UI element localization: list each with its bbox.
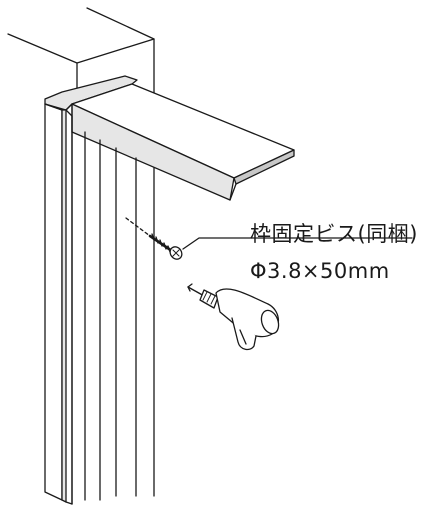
screw [148, 233, 183, 260]
screw-part-label: 枠固定ビス(同梱) [250, 222, 418, 246]
screw-spec-label: Φ3.8×50mm [250, 259, 390, 283]
side-jamb [44, 103, 137, 505]
screwdriver [187, 283, 280, 351]
callout-leader [182, 237, 413, 250]
insertion-guide [125, 217, 151, 237]
frame-head [44, 75, 295, 201]
